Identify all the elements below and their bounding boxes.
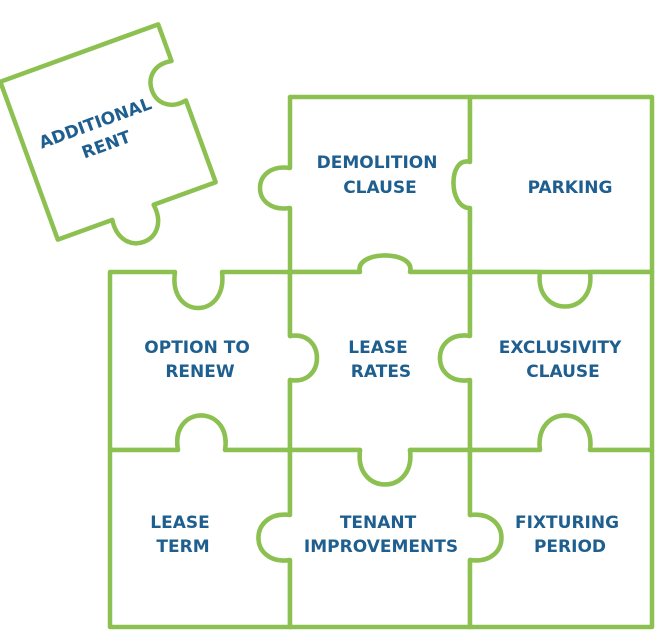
piece-parking: PARKING: [451, 94, 655, 275]
piece-exclusivity-clause-label: EXCLUSIVITY CLAUSE: [499, 338, 628, 382]
piece-lease-rates: LEASE RATES: [287, 253, 473, 487]
piece-option-to-renew-line1: OPTION TO: [144, 338, 249, 358]
piece-demolition-clause-label: DEMOLITION CLAUSE: [317, 153, 444, 198]
piece-tenant-improvements-line2: IMPROVEMENTS: [304, 537, 458, 557]
piece-fixturing-period-outline: [467, 413, 655, 630]
piece-additional-rent: ADDITIONAL RENT: [0, 22, 218, 246]
piece-fixturing-period-line1: FIXTURING: [515, 513, 619, 533]
piece-tenant-improvements-line1: TENANT: [340, 513, 417, 533]
piece-fixturing-period-label: FIXTURING PERIOD: [515, 513, 625, 557]
piece-exclusivity-clause-line1: EXCLUSIVITY: [499, 338, 622, 358]
piece-lease-rates-label: LEASE RATES: [348, 338, 413, 382]
piece-lease-term-label: LEASE TERM: [150, 513, 215, 557]
piece-lease-term-line1: LEASE: [150, 513, 209, 533]
piece-fixturing-period-line2: PERIOD: [534, 537, 606, 557]
piece-lease-term-line2: TERM: [156, 537, 209, 557]
piece-lease-rates-line2: RATES: [351, 362, 411, 382]
piece-additional-rent-outline: [0, 22, 218, 246]
piece-demolition-clause: DEMOLITION CLAUSE: [257, 94, 473, 275]
piece-parking-label: PARKING: [528, 178, 613, 198]
piece-demolition-clause-line2: CLAUSE: [343, 178, 417, 198]
piece-option-to-renew-line2: RENEW: [165, 362, 235, 382]
piece-fixturing-period: FIXTURING PERIOD: [467, 413, 655, 630]
piece-option-to-renew-label: OPTION TO RENEW: [144, 338, 255, 382]
piece-demolition-clause-line1: DEMOLITION: [317, 153, 438, 173]
piece-exclusivity-clause-line2: CLAUSE: [526, 362, 600, 382]
piece-parking-line1: PARKING: [528, 178, 613, 198]
piece-tenant-improvements-label: TENANT IMPROVEMENTS: [304, 513, 458, 557]
piece-lease-rates-line1: LEASE: [348, 338, 407, 358]
